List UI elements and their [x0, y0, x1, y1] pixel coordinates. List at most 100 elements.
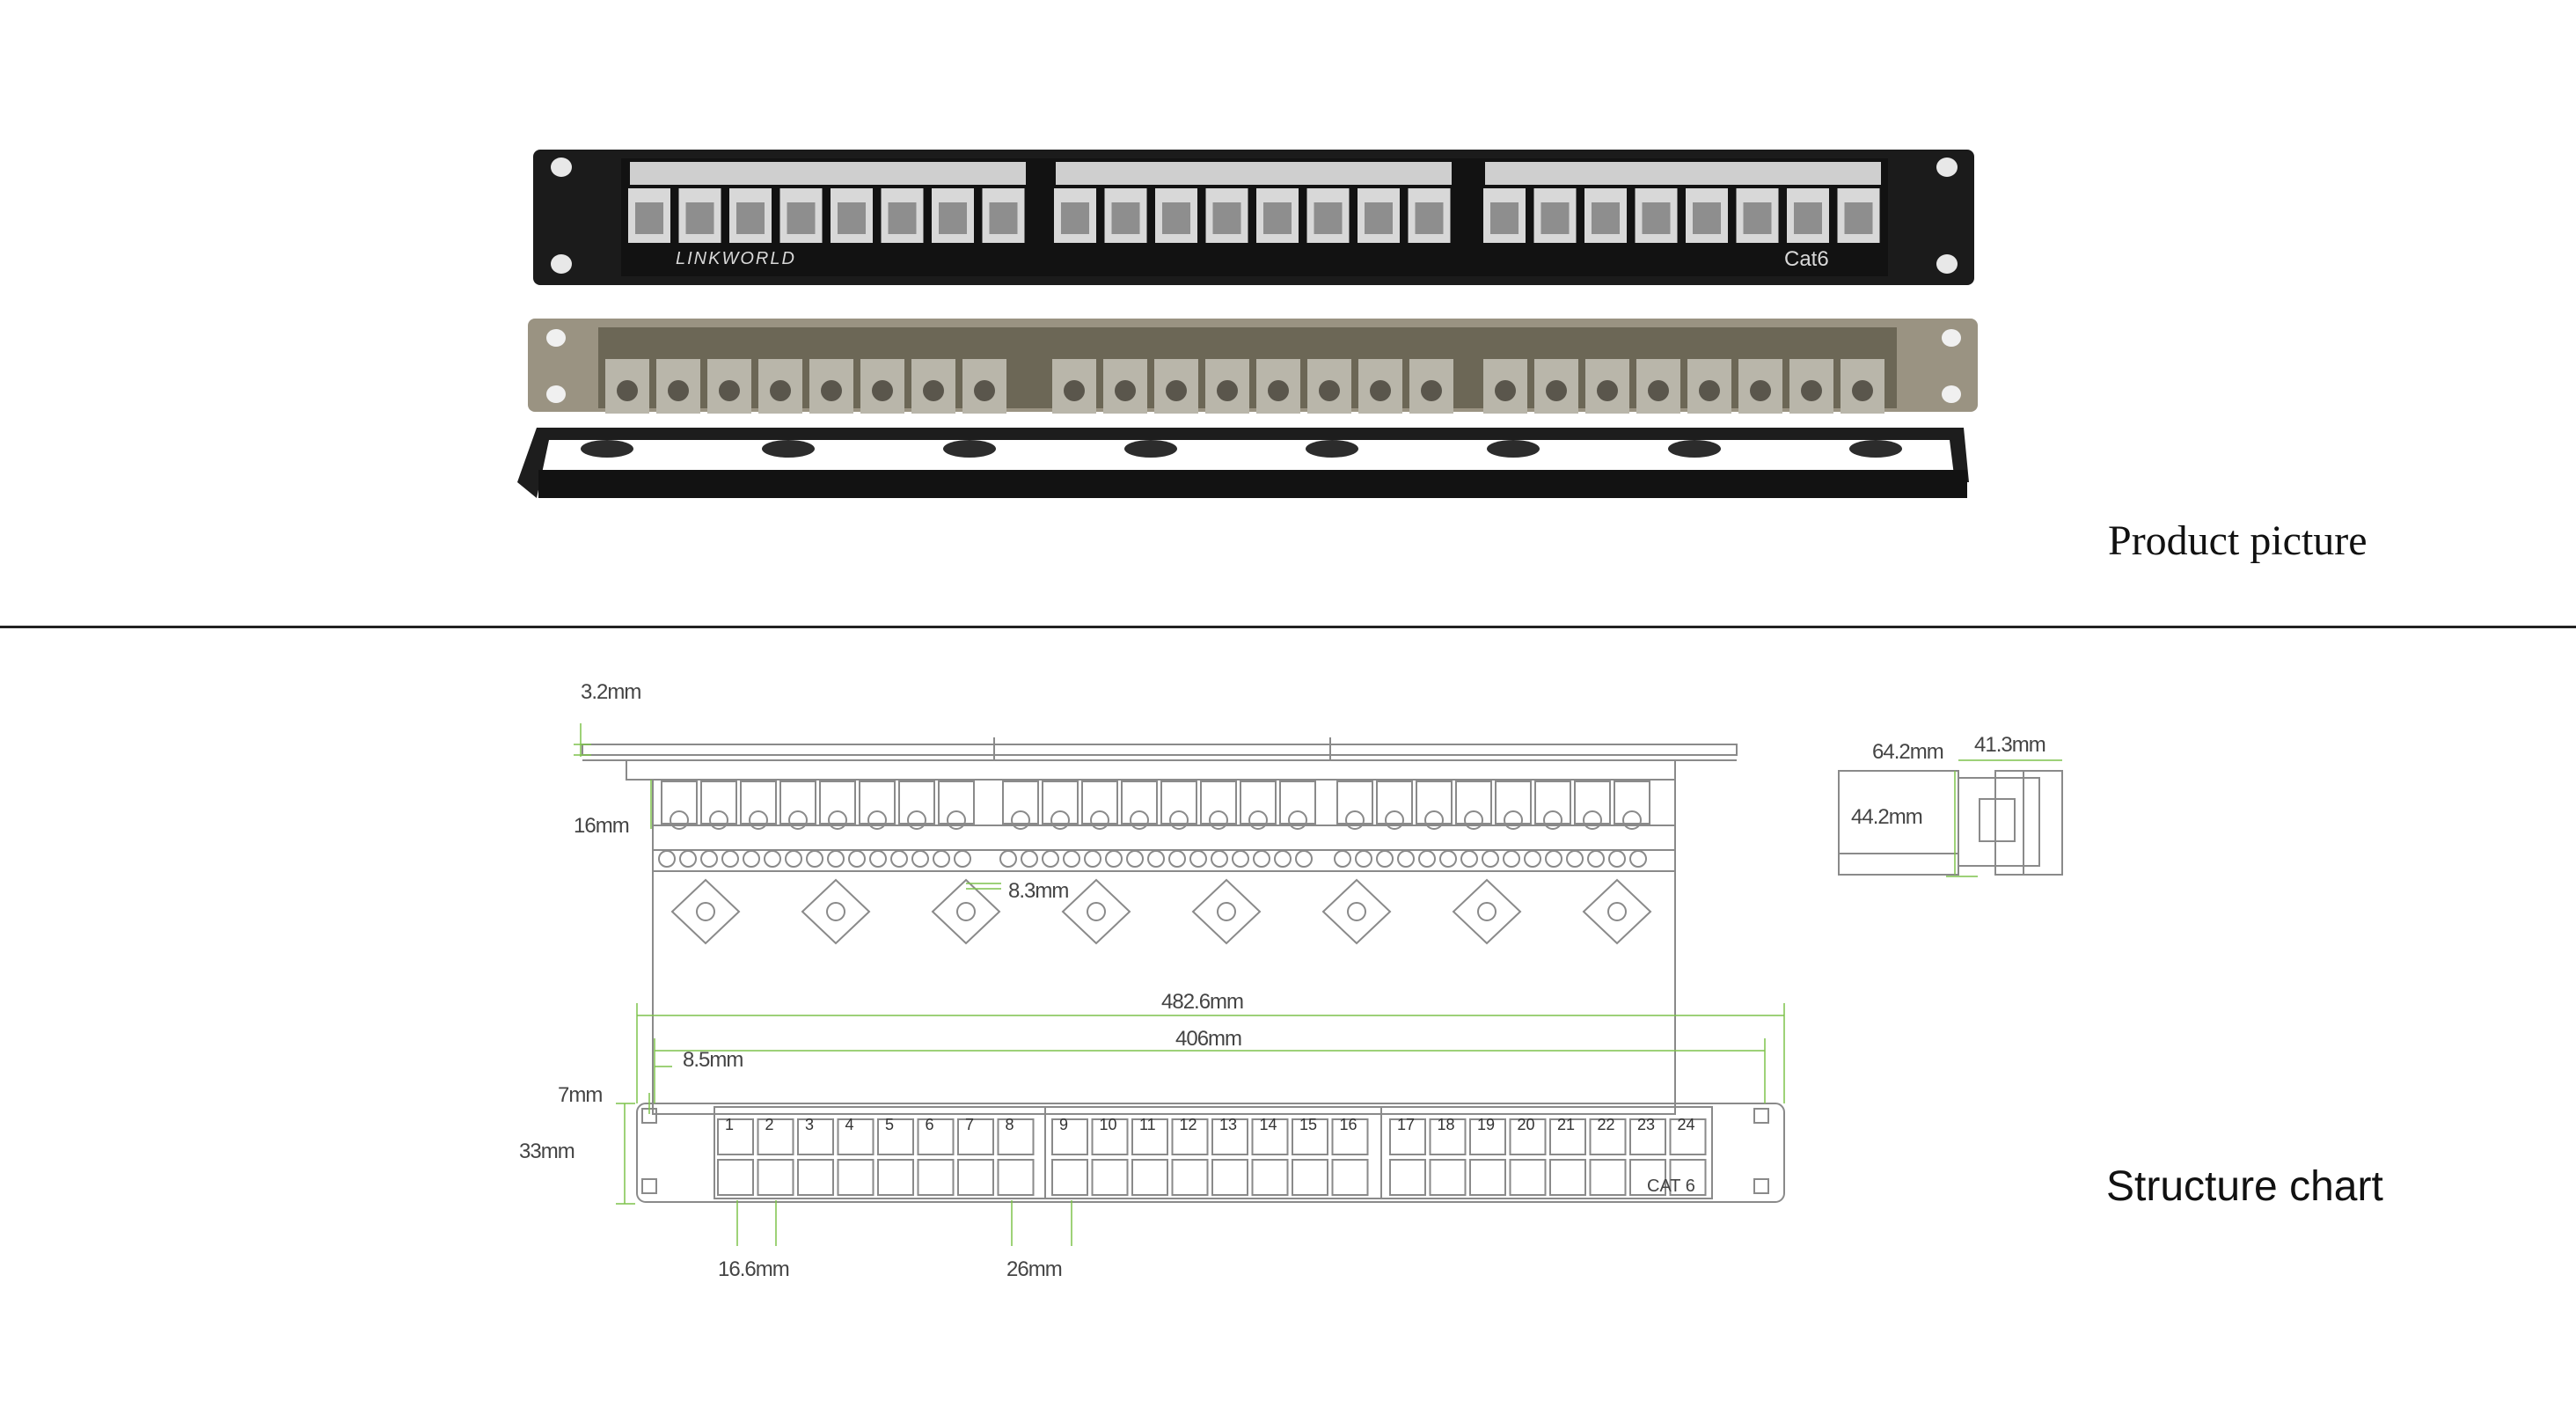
tray-diamond-center	[1477, 902, 1497, 921]
keystone-outline-circle	[1504, 810, 1523, 830]
port-outline	[1589, 1159, 1627, 1196]
keystone-outline	[1081, 781, 1118, 825]
keystone-contact	[974, 380, 995, 401]
keystone-outline	[1455, 781, 1492, 825]
tray-hole	[581, 440, 633, 458]
keystone-outline	[819, 781, 856, 825]
port-number: 12	[1180, 1116, 1197, 1133]
port-outline	[757, 1159, 794, 1196]
keystone-contact	[1597, 380, 1618, 401]
rj45-port-opening	[1490, 202, 1519, 234]
tray-outline-hole	[700, 850, 718, 868]
tray-hole	[1668, 440, 1721, 458]
rear-panel	[517, 319, 1978, 498]
tray-diamond	[931, 878, 1001, 945]
tray-outline-hole	[1524, 850, 1541, 868]
port-outline	[1211, 1118, 1248, 1155]
keystone-outline	[1002, 781, 1039, 825]
top-view-drawing	[582, 737, 1738, 1115]
rj45-port-opening	[635, 202, 663, 234]
port-outline	[717, 1159, 754, 1196]
tray-outline-hole	[721, 850, 739, 868]
keystone-outline	[740, 781, 777, 825]
port-outline	[957, 1159, 994, 1196]
dim-inner-width: 406mm	[1175, 1027, 1241, 1051]
tray-hole	[943, 440, 996, 458]
port-outline	[837, 1159, 875, 1196]
rj45-port-opening	[989, 202, 1018, 234]
tray-outline-hole	[1084, 850, 1101, 868]
port-outline	[1509, 1159, 1547, 1196]
port-number: 4	[845, 1116, 854, 1133]
port-number: 21	[1557, 1116, 1575, 1133]
port-outline	[757, 1118, 794, 1155]
tray-outline-hole	[1566, 850, 1584, 868]
rj45-port-opening	[1693, 202, 1721, 234]
port-outline	[1211, 1159, 1248, 1196]
port-outline	[917, 1118, 955, 1155]
tray-outline-hole	[827, 850, 845, 868]
keystone-outline	[1200, 781, 1237, 825]
keystone-outline-circle	[1090, 810, 1109, 830]
top-dims	[574, 723, 1001, 890]
front-dims	[616, 1003, 1785, 1246]
keystone-outline	[661, 781, 698, 825]
port-outline	[877, 1118, 914, 1155]
keystone-outline-circle	[1209, 810, 1228, 830]
dim-height: 33mm	[519, 1140, 574, 1163]
port-number: 7	[965, 1116, 974, 1133]
port-outline	[1469, 1159, 1506, 1196]
keystone-contact	[1268, 380, 1289, 401]
keystone-outline-circle	[1169, 810, 1189, 830]
tray-outline-hole	[890, 850, 908, 868]
port-outline	[837, 1118, 875, 1155]
tray-diamond-center	[1347, 902, 1366, 921]
port-outline	[1051, 1118, 1088, 1155]
rj45-port-opening	[1111, 202, 1140, 234]
rj45-port-opening	[838, 202, 866, 234]
port-outline	[997, 1118, 1035, 1155]
tray-outline-hole	[1460, 850, 1478, 868]
tray-outline-hole	[1587, 850, 1605, 868]
keystone-outline-circle	[1424, 810, 1444, 830]
keystone-contact	[1064, 380, 1085, 401]
keystone-outline-circle	[1622, 810, 1642, 830]
port-number: 17	[1397, 1116, 1415, 1133]
rj45-port-opening	[888, 202, 917, 234]
rj45-port-opening	[1592, 202, 1620, 234]
product-picture-label: Product picture	[2108, 517, 2367, 564]
port-outline	[1669, 1118, 1707, 1155]
port-outline	[1389, 1159, 1426, 1196]
keystone-contact	[1421, 380, 1442, 401]
port-outline	[1251, 1159, 1289, 1196]
keystone-outline	[1534, 781, 1571, 825]
port-number: 11	[1139, 1116, 1156, 1133]
keystone-contact	[1801, 380, 1822, 401]
cat6-drawing-label: CAT 6	[1647, 1176, 1695, 1196]
tray-diamond	[670, 878, 741, 945]
tray-diamond	[1061, 878, 1131, 945]
port-number: 18	[1438, 1116, 1455, 1133]
keystone-outline	[1495, 781, 1532, 825]
port-outline	[1251, 1118, 1289, 1155]
tray-outline-hole	[848, 850, 866, 868]
tray-diamond-center	[1607, 902, 1627, 921]
tray-outline-hole	[999, 850, 1017, 868]
port-number: 5	[885, 1116, 894, 1133]
port-number: 6	[926, 1116, 934, 1133]
tray-outline-hole	[954, 850, 971, 868]
tray-hole	[1849, 440, 1902, 458]
port-outline	[997, 1159, 1035, 1196]
keystone-outline	[1336, 781, 1373, 825]
tray-diamond-center	[1217, 902, 1236, 921]
tray-outline-hole	[1168, 850, 1186, 868]
keystone-contact	[1852, 380, 1873, 401]
tray-outline-hole	[1232, 850, 1249, 868]
tray-outline-hole	[1021, 850, 1038, 868]
port-outline	[1051, 1159, 1088, 1196]
mount-hole	[1936, 254, 1958, 274]
keystone-outline-circle	[749, 810, 768, 830]
rj45-port-opening	[1314, 202, 1343, 234]
